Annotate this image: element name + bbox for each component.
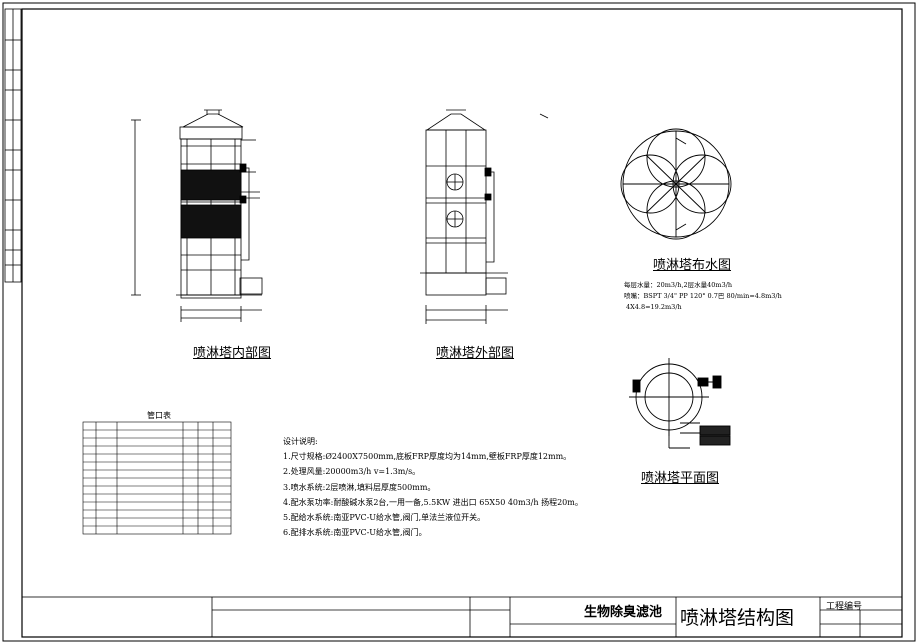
nozzle-table: [82, 421, 232, 535]
design-notes: 设计说明: 1.尺寸规格:Ø2400X7500mm,底板FRP厚度均为14mm,…: [283, 434, 583, 540]
design-note-6: 6.配排水系统:南亚PVC-U给水管,阀门。: [283, 528, 427, 538]
distribution-note-3: 4X4.8=19.2m3/h: [626, 303, 682, 311]
tower-internal-view: [131, 109, 263, 322]
design-note-1: 1.尺寸规格:Ø2400X7500mm,底板FRP厚度均为14mm,壁板FRP厚…: [283, 452, 572, 462]
drawing-title: 喷淋塔结构图: [680, 607, 795, 629]
binding-strip: [4, 8, 22, 283]
distribution-note-1: 每层水量：20m3/h,2层水量40m3/h: [624, 281, 733, 289]
title-block: [21, 596, 903, 638]
distribution-view-caption: 喷淋塔布水图: [653, 258, 732, 273]
plan-view-caption: 喷淋塔平面图: [641, 471, 720, 486]
internal-view-caption: 喷淋塔内部图: [193, 346, 272, 361]
design-notes-heading: 设计说明:: [283, 437, 318, 446]
design-note-5: 5.配给水系统:南亚PVC-U给水管,阀门,单法兰液位开关。: [283, 513, 486, 523]
nozzle-table-title: 管口表: [147, 411, 171, 420]
spray-distribution-diagram: [620, 128, 732, 240]
tower-external-view: [420, 109, 549, 324]
external-view-caption: 喷淋塔外部图: [436, 346, 515, 361]
project-number-label: 工程编号: [826, 602, 863, 612]
design-note-4: 4.配水泵功率:耐酸碱水泵2台,一用一备,5.5KW 进出口 65X50 40m…: [283, 497, 583, 507]
design-note-3: 3.喷水系统:2层喷淋,填料层厚度500mm。: [283, 482, 436, 492]
distribution-note-2: 喷嘴：BSPT 3/4" PP 120° 0.7巴 80/min=4.8m3/h: [624, 292, 782, 300]
design-note-2: 2.处理风量:20000m3/h v=1.3m/s。: [283, 467, 421, 477]
project-name: 生物除臭滤池: [584, 605, 663, 620]
tower-plan-view: [629, 358, 731, 449]
